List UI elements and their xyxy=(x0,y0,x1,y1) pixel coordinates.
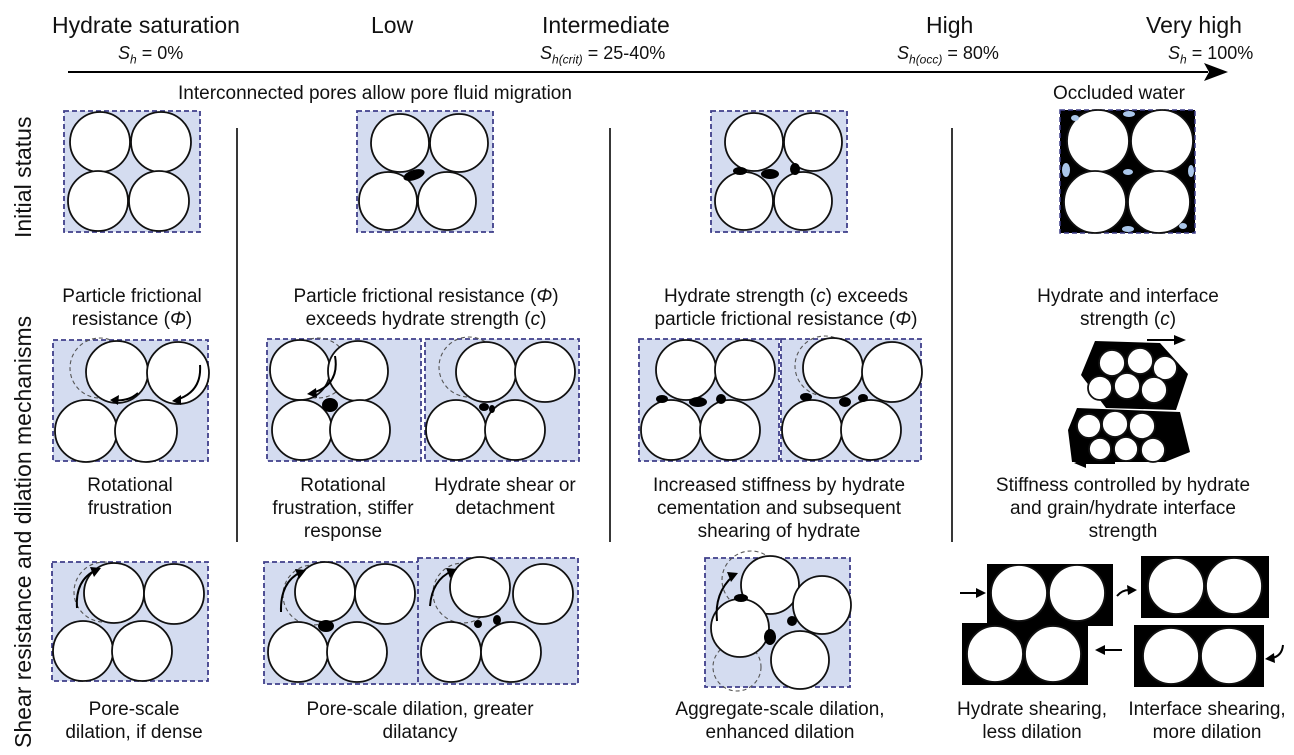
pore-scale-dilation-box xyxy=(51,561,209,682)
note-interconnected-pores: Interconnected pores allow pore fluid mi… xyxy=(178,83,572,104)
initial-box-occluded xyxy=(1059,109,1196,234)
dilation-label-col4b: Interface shearing,more dilation xyxy=(1128,699,1286,743)
hydrate-shear-box xyxy=(424,336,580,462)
level-low: Low xyxy=(371,12,414,38)
aggregate-dilation-box xyxy=(704,550,852,692)
level-intermediate: Intermediate xyxy=(542,12,670,38)
row-title-shear-mechanisms: Shear resistance and dilation mechanisms xyxy=(10,315,36,748)
note-occluded-water: Occluded water xyxy=(1053,83,1186,104)
mechanism-label-col3: Hydrate strength (c) exceeds particle fr… xyxy=(654,286,918,330)
initial-box-s0 xyxy=(63,110,201,233)
mechanism-label-col2: Particle frictional resistance (Φ) excee… xyxy=(293,286,559,330)
value-sh-crit: Sh(crit) = 25-40% xyxy=(540,43,666,67)
greater-dilatancy-box-b xyxy=(417,556,579,685)
dilation-label-col3: Aggregate-scale dilation,enhanced dilati… xyxy=(675,699,885,743)
value-sh-full: Sh = 100% xyxy=(1168,43,1254,67)
level-very-high: Very high xyxy=(1146,12,1242,38)
interface-shearing-sketch xyxy=(1116,556,1284,687)
initial-box-low xyxy=(356,110,494,233)
level-high: High xyxy=(926,12,974,38)
hydrate-interface-shear-sketch xyxy=(1068,335,1190,468)
mechanism-label-col4: Hydrate and interface strength (c) xyxy=(1037,286,1219,330)
stiffer-response-box xyxy=(266,337,422,462)
initial-box-intermediate xyxy=(710,110,848,233)
value-sh-occ: Sh(occ) = 80% xyxy=(897,43,999,67)
mechanism-label-col1: Particle frictional resistance (Φ) xyxy=(62,286,202,330)
row-title-initial-status: Initial status xyxy=(10,116,36,238)
rotational-frustration-box xyxy=(52,337,210,463)
value-sh-zero: Sh = 0% xyxy=(118,43,184,67)
axis-title: Hydrate saturation xyxy=(52,12,240,38)
saturation-axis-arrow xyxy=(68,63,1228,81)
cementation-box-b xyxy=(780,335,923,462)
dilation-label-col4a: Hydrate shearing,less dilation xyxy=(957,699,1107,743)
cementation-box-a xyxy=(638,338,780,462)
hydrate-shearing-sketch xyxy=(960,564,1122,685)
greater-dilatancy-box-a xyxy=(263,561,420,685)
